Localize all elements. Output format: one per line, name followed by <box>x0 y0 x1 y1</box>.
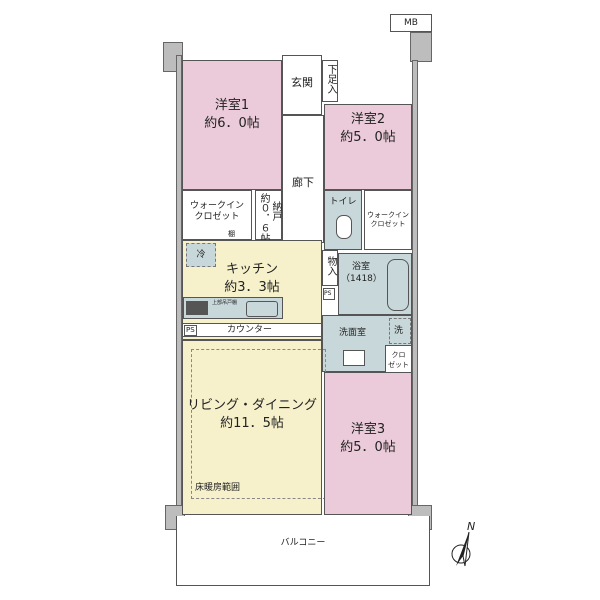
room-name: リビング・ダイニング <box>186 398 317 413</box>
closet: クロ ゼット <box>385 345 412 377</box>
room-name: 洋室1 <box>214 98 250 113</box>
ps-label: PS <box>324 290 332 297</box>
storeroom-name: 納戸 <box>270 201 281 221</box>
sink-icon <box>246 301 278 317</box>
entrance-label: 玄関 <box>291 76 313 89</box>
storeroom-size: 約０．６帖 <box>258 193 269 243</box>
room-name: 洗面室 <box>339 328 367 338</box>
storage-closet: 物入 <box>322 250 338 286</box>
hallway-label: 廊下 <box>292 176 314 189</box>
entrance: 玄関 <box>282 55 322 115</box>
counter-label: カウンター <box>227 325 273 335</box>
washer-space: 洗 <box>389 318 411 344</box>
room-size: 約6．0帖 <box>204 116 260 131</box>
room-size: 約3．3帖 <box>224 280 280 295</box>
room-name: 洋室2 <box>350 112 386 127</box>
north-arrow-icon: N <box>443 520 483 572</box>
kitchen: 冷 キッチン 約3．3帖 上部吊戸棚 PS カウンター <box>182 240 322 340</box>
room-name: キッチン <box>225 262 278 277</box>
wall-cabinet-label: 上部吊戸棚 <box>212 300 238 306</box>
pipe-shaft: PS <box>323 288 335 300</box>
wall-pillar <box>410 32 432 62</box>
room-size: 約5．0帖 <box>340 130 396 145</box>
kitchen-counter-unit: 上部吊戸棚 <box>183 297 283 319</box>
stove-icon <box>186 301 208 315</box>
bathroom: 浴室 （1418） <box>338 253 412 315</box>
wic-label: ウォークイン クロゼット <box>367 211 409 228</box>
room-western-1: 洋室1 約6．0帖 <box>182 60 282 190</box>
hallway: 廊下 <box>282 115 324 243</box>
storeroom: 約０．６帖 納戸 <box>255 190 282 243</box>
washer-label: 洗 <box>394 326 404 336</box>
mb-label: MB <box>404 18 418 28</box>
balcony: バルコニー <box>176 516 430 586</box>
storage-label: 物入 <box>325 256 336 276</box>
room-western-2: 洋室2 約5．0帖 <box>324 104 412 190</box>
room-size: 約11．5帖 <box>220 416 284 431</box>
ps-label: PS <box>184 325 197 336</box>
toilet-fixture-icon <box>336 215 352 239</box>
living-dining: リビング・ダイニング 約11．5帖 床暖房範囲 <box>182 340 326 515</box>
balcony-label: バルコニー <box>280 538 326 548</box>
washbasin-icon <box>343 350 365 366</box>
room-size: 約5．0帖 <box>340 440 396 455</box>
fridge-label: 冷 <box>196 250 206 260</box>
bathtub-icon <box>387 259 409 311</box>
toilet-label: トイレ <box>329 197 357 207</box>
wall-right <box>412 60 418 517</box>
meter-box: MB <box>390 14 432 32</box>
north-label: N <box>467 520 476 533</box>
room-name: 洋室3 <box>350 422 386 437</box>
toilet: トイレ <box>324 190 362 250</box>
room-name: 浴室 <box>351 262 370 272</box>
closet-label: クロ ゼット <box>388 351 409 369</box>
room-western-3: 洋室3 約5．0帖 <box>324 372 412 515</box>
shoe-storage-label: 下足入 <box>325 64 336 94</box>
walk-in-closet-2: ウォークイン クロゼット <box>364 190 412 250</box>
floor-heating-label: 床暖房範囲 <box>195 483 241 493</box>
fridge-space: 冷 <box>186 243 216 267</box>
room-size: （1418） <box>341 274 382 284</box>
wic-label: ウォークイン クロゼット <box>189 201 244 222</box>
counter: PS カウンター <box>182 323 322 337</box>
shelf-label: 棚 <box>228 230 235 238</box>
walk-in-closet-1: ウォークイン クロゼット 棚 <box>182 190 252 240</box>
shoe-storage: 下足入 <box>322 60 338 102</box>
